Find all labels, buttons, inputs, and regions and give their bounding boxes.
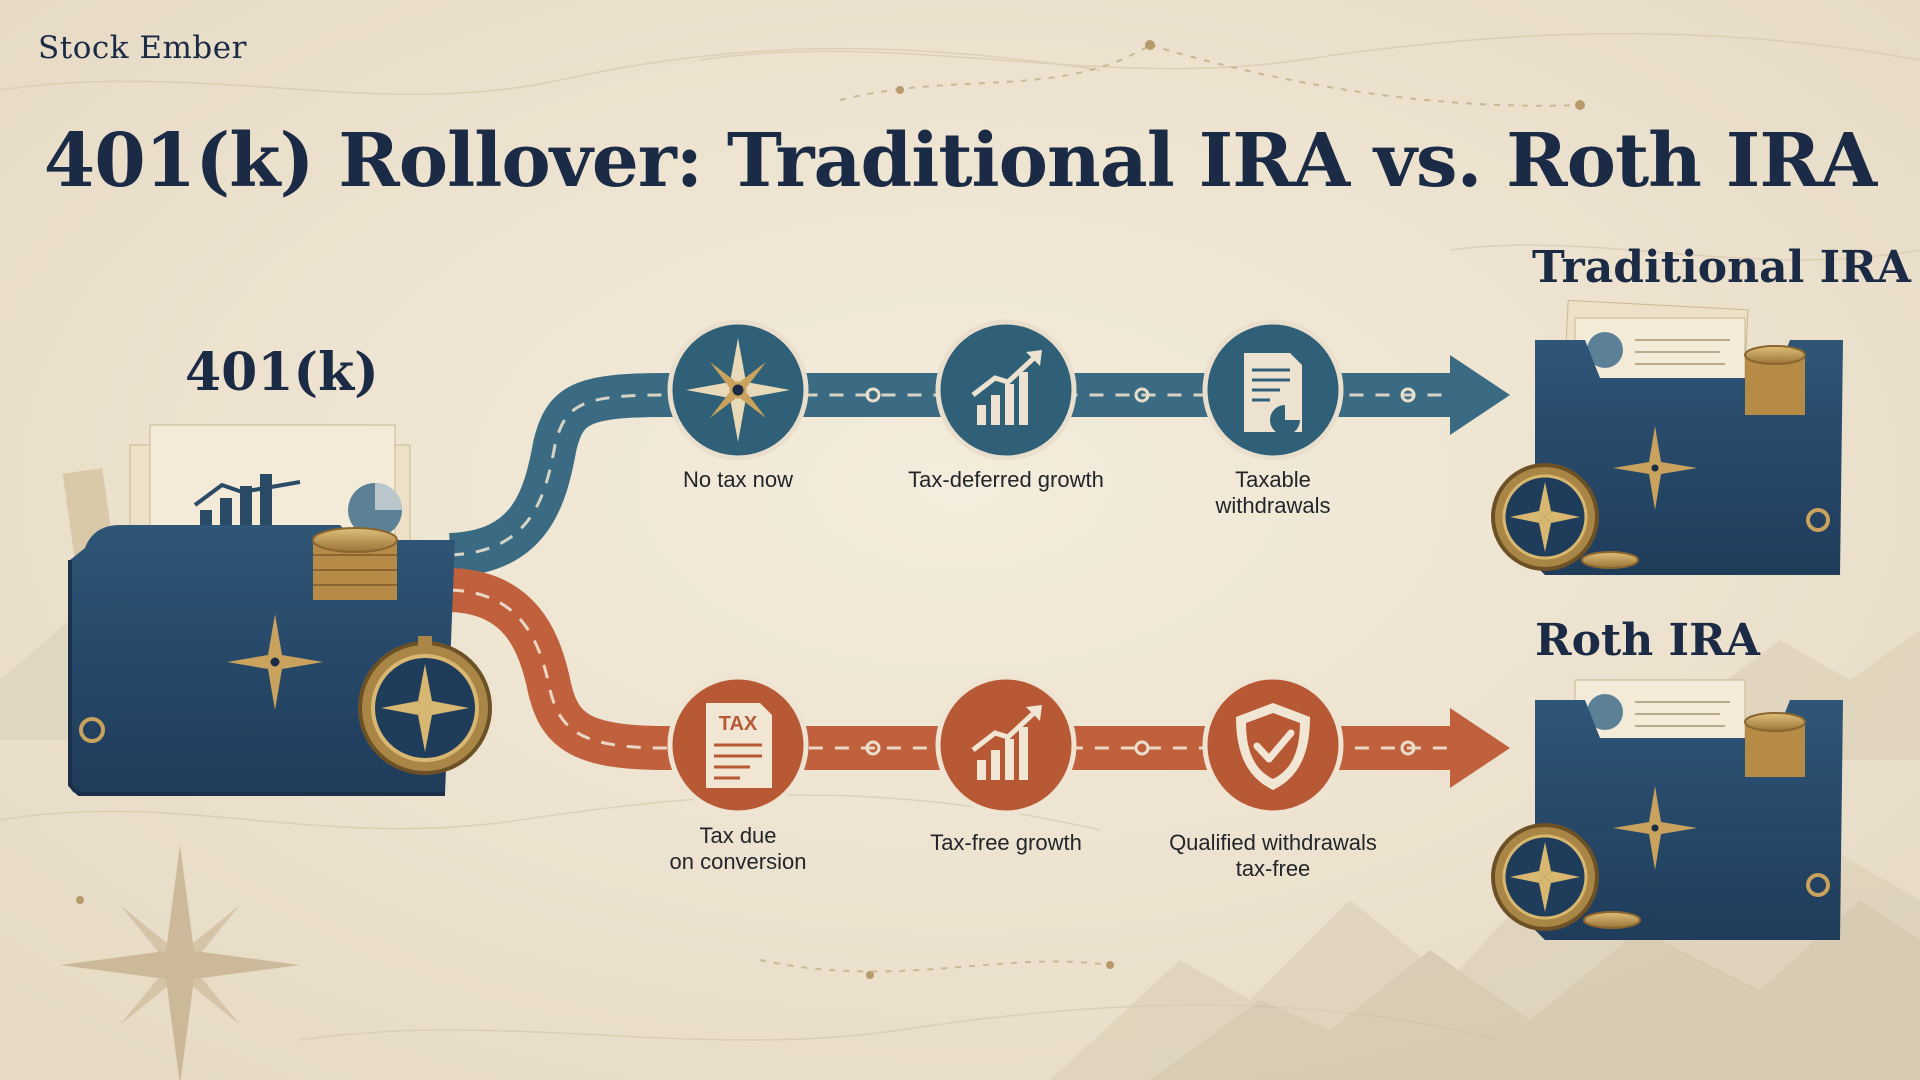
tax-form-text: TAX xyxy=(719,713,758,735)
source-folder xyxy=(62,424,492,796)
growth-chart-icon xyxy=(971,705,1042,780)
brand-logo: Stock Ember xyxy=(38,30,247,66)
map-trails xyxy=(759,44,1581,973)
folder-compass-emblem-icon xyxy=(227,614,323,710)
tax-form-icon: TAX xyxy=(706,703,772,788)
step-qualified-withdrawals xyxy=(1202,674,1344,816)
step-label-tax-deferred-growth: Tax-deferred growth xyxy=(908,467,1104,492)
source-label: 401(k) xyxy=(185,342,379,403)
traditional-ira-folder xyxy=(1491,299,1843,575)
traditional-arrowhead xyxy=(1450,355,1510,435)
pocket-compass-icon xyxy=(358,636,492,775)
step-taxable-withdrawals xyxy=(1202,319,1344,461)
traditional-ira-label: Traditional IRA xyxy=(1532,242,1911,293)
roth-ira-label: Roth IRA xyxy=(1535,615,1760,666)
map-dots xyxy=(76,40,1585,979)
step-tax-free-growth xyxy=(935,674,1077,816)
compass-rose-icon xyxy=(686,338,790,442)
page-title: 401(k) Rollover: Traditional IRA vs. Rot… xyxy=(43,118,1877,204)
path-markers xyxy=(865,387,1416,756)
compass-rose-decor-icon xyxy=(60,845,300,1080)
coin-stack-icon xyxy=(1744,712,1806,777)
step-no-tax-now xyxy=(667,319,809,461)
shield-check-icon xyxy=(1236,703,1310,790)
step-tax-deferred-growth xyxy=(935,319,1077,461)
step-tax-due-on-conversion: TAX xyxy=(667,674,809,816)
roth-ira-folder xyxy=(1491,679,1843,940)
roth-arrowhead xyxy=(1450,708,1510,788)
document-icon xyxy=(1244,353,1302,435)
step-label-no-tax-now: No tax now xyxy=(682,467,794,492)
coin-stack-icon xyxy=(312,527,398,600)
traditional-path xyxy=(448,355,1510,577)
roth-path xyxy=(448,568,1510,788)
growth-chart-icon xyxy=(971,350,1042,425)
pocket-compass-icon xyxy=(1491,463,1639,571)
coin-stack-icon xyxy=(1744,345,1806,415)
pocket-compass-icon xyxy=(1491,823,1641,931)
step-label-tax-free-growth: Tax-free growth xyxy=(930,830,1082,855)
topo-lines xyxy=(0,32,1920,1041)
